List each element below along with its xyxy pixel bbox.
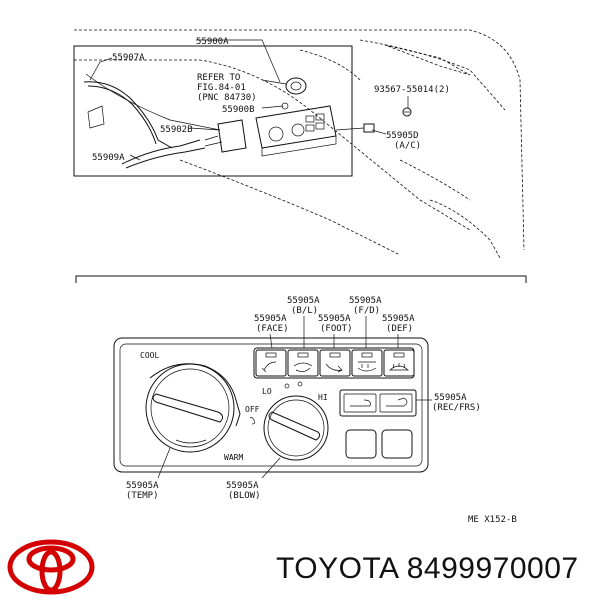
panel-outline	[113, 337, 429, 473]
recirculation-button	[339, 389, 417, 417]
defrost-button	[383, 349, 415, 377]
blower-knob-pointer	[268, 411, 321, 441]
label-cool: COOL	[140, 351, 159, 360]
label-55907a: 55907A	[112, 53, 145, 63]
label-fd-part: 55905A	[349, 296, 382, 306]
foot-defrost-mode-icon	[357, 361, 377, 372]
foot-def-button	[351, 349, 383, 377]
label-blow-part: 55905A	[226, 481, 259, 491]
section-divider	[75, 275, 527, 283]
label-55905d: 55905D	[386, 131, 419, 141]
label-lo: LO	[262, 387, 272, 396]
label-blow: (BLOW)	[228, 491, 261, 501]
diagram-code: ME X152-B	[468, 515, 517, 525]
foot-mode-icon	[325, 363, 343, 373]
label-55909a: 55909A	[92, 153, 125, 163]
label-temp-part: 55905A	[126, 481, 159, 491]
label-warm: WARM	[224, 453, 243, 462]
face-button	[255, 349, 287, 377]
fresh-air-icon	[386, 397, 408, 407]
blank-button-left	[345, 429, 377, 459]
label-face: (FACE)	[256, 324, 289, 334]
label-foot: (FOOT)	[320, 324, 353, 334]
speed-dot-icon	[297, 381, 303, 387]
toyota-logo-icon	[7, 539, 95, 595]
label-bl-part: 55905A	[287, 296, 320, 306]
label-bl: (B/L)	[291, 306, 318, 316]
label-rec-frs: (REC/FRS)	[432, 403, 481, 413]
temp-knob-pointer	[152, 393, 224, 423]
mode-buttons	[253, 347, 415, 379]
foot-button	[319, 349, 351, 377]
speed-dot-icon	[284, 383, 290, 389]
label-93567: 93567-55014(2)	[374, 85, 450, 95]
upper-assembly-view: 55900A 55907A REFER TO FIG.84-01 (PNC 84…	[73, 29, 525, 259]
brand-part-number: TOYOTA 8499970007	[276, 552, 579, 585]
label-55902b: 55902B	[160, 125, 193, 135]
label-def-part: 55905A	[382, 314, 415, 324]
label-55900a: 55900A	[196, 37, 229, 47]
label-off: OFF	[245, 405, 260, 414]
label-rec-part: 55905A	[434, 393, 467, 403]
label-face-part: 55905A	[254, 314, 287, 324]
label-refer-to: REFER TO	[197, 73, 240, 83]
label-fd: (F/D)	[353, 306, 380, 316]
bilevel-mode-icon	[293, 362, 313, 372]
defrost-icon	[389, 363, 409, 371]
recirculate-icon	[350, 399, 371, 407]
knob-part	[285, 77, 307, 95]
control-panel-detail: 55905A (B/L) 55905A (F/D) 55905A (FACE) …	[113, 296, 517, 525]
blank-button-right	[381, 429, 413, 459]
fan-icon	[249, 416, 256, 425]
label-pnc: (PNC 84730)	[197, 93, 257, 103]
bilevel-button	[287, 349, 319, 377]
label-hi: HI	[318, 393, 328, 402]
label-55900b: 55900B	[222, 105, 255, 115]
label-foot-part: 55905A	[318, 314, 351, 324]
temperature-dial: COOL WARM	[140, 351, 243, 462]
label-temp: (TEMP)	[126, 491, 159, 501]
face-mode-icon	[261, 361, 277, 373]
label-fig: FIG.84-01	[197, 83, 246, 93]
label-ac: (A/C)	[394, 141, 421, 151]
blower-dial: LO HI OFF	[245, 381, 329, 461]
control-head-upper	[255, 105, 337, 157]
label-def: (DEF)	[386, 324, 413, 334]
